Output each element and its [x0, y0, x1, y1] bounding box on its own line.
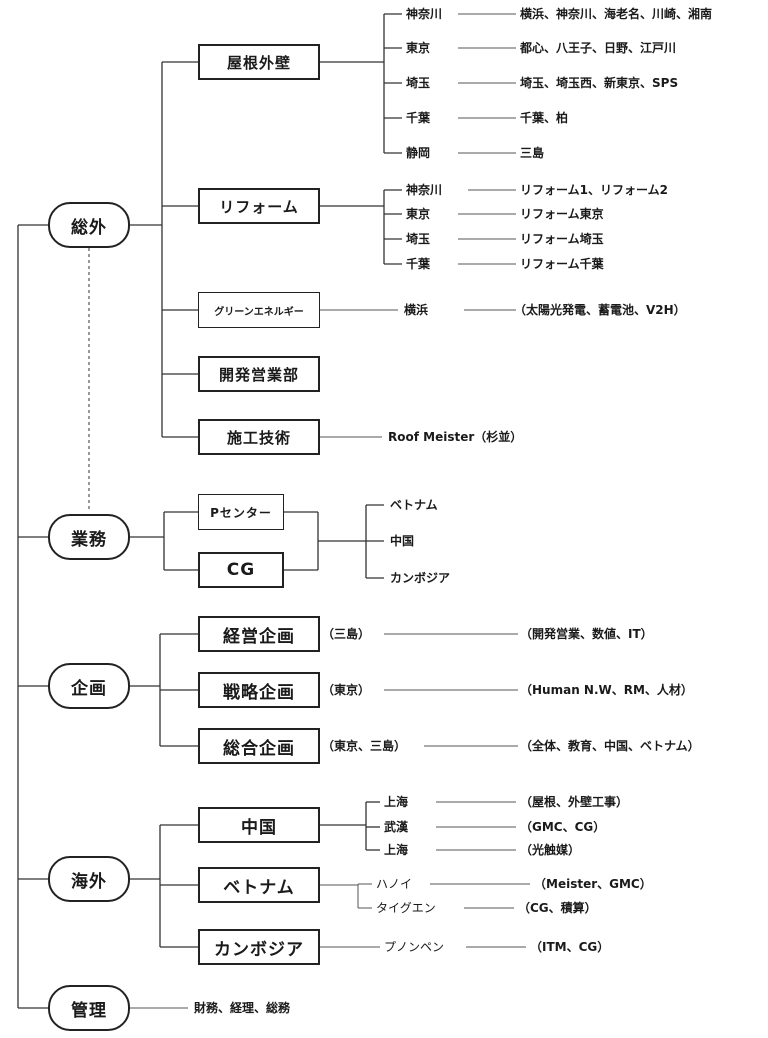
gyomu-cg: CG [198, 552, 284, 588]
reform-region: 東京 [406, 207, 431, 221]
kaigai-vietnam: ベトナム [198, 867, 320, 903]
kaigai-vietnam-label: ベトナム [223, 877, 295, 898]
seko-detail: Roof Meister（杉並） [388, 430, 523, 444]
gyomu-country: カンボジア [390, 571, 451, 585]
china-city: 上海 [384, 843, 409, 857]
vietnam-detail: （CG、積算） [518, 901, 597, 915]
cambodia-city: プノンペン [384, 940, 445, 954]
category-sogai: 総外 [48, 202, 130, 248]
kikaku-dept-label: 総合企画 [223, 738, 295, 759]
kikaku-detail: （Human N.W、RM、人材） [520, 683, 693, 697]
kikaku-location: （東京、三島） [322, 739, 407, 753]
dept-kaihatsu: 開発営業部 [198, 356, 320, 392]
yane-detail: 横浜、神奈川、海老名、川崎、湘南 [520, 7, 713, 21]
reform-detail: リフォーム東京 [520, 207, 604, 221]
kaigai-cambodia-label: カンボジア [214, 939, 304, 960]
kikaku-dept: 総合企画 [198, 728, 320, 764]
yane-region: 埼玉 [406, 76, 431, 90]
yane-detail: 千葉、柏 [520, 111, 569, 125]
yane-detail: 三島 [520, 146, 545, 160]
gyomu-country: ベトナム [390, 498, 438, 512]
kikaku-dept: 戦略企画 [198, 672, 320, 708]
china-city: 上海 [384, 795, 409, 809]
kaigai-china: 中国 [198, 807, 320, 843]
reform-detail: リフォーム埼玉 [520, 232, 604, 246]
cambodia-detail: （ITM、CG） [530, 940, 610, 954]
reform-region: 千葉 [406, 257, 431, 271]
yane-region: 静岡 [406, 146, 431, 160]
kanri-detail: 財務、経理、総務 [194, 1001, 291, 1015]
category-kanri: 管理 [48, 985, 130, 1031]
category-sogai-label: 総外 [71, 217, 107, 238]
vietnam-detail: （Meister、GMC） [534, 877, 652, 891]
dept-reform: リフォーム [198, 188, 320, 224]
kaigai-china-label: 中国 [241, 817, 277, 838]
vietnam-city: ハノイ [376, 877, 413, 891]
category-gyomu: 業務 [48, 514, 130, 560]
yane-region: 東京 [406, 41, 431, 55]
reform-region: 神奈川 [406, 183, 443, 197]
kikaku-location: （三島） [322, 627, 371, 641]
kikaku-dept-label: 経営企画 [223, 626, 295, 647]
kikaku-location: （東京） [322, 683, 371, 697]
china-city: 武漢 [384, 820, 409, 834]
category-kaigai: 海外 [48, 856, 130, 902]
reform-region: 埼玉 [406, 232, 431, 246]
yane-detail: 埼玉、埼玉西、新東京、SPS [520, 76, 679, 90]
gyomu-pcenter: Pセンター [198, 494, 284, 530]
gyomu-pcenter-label: Pセンター [210, 505, 272, 520]
green-region: 横浜 [404, 303, 429, 317]
yane-region: 千葉 [406, 111, 431, 125]
reform-detail: リフォーム1、リフォーム2 [520, 183, 668, 197]
dept-kaihatsu-label: 開発営業部 [218, 365, 299, 384]
china-detail: （GMC、CG） [520, 820, 606, 834]
dept-yane-label: 屋根外壁 [226, 53, 291, 72]
china-detail: （屋根、外壁工事） [520, 795, 629, 809]
kikaku-dept: 経営企画 [198, 616, 320, 652]
vietnam-city: タイグエン [376, 901, 436, 915]
kikaku-detail: （全体、教育、中国、ベトナム） [520, 739, 700, 753]
yane-detail: 都心、八王子、日野、江戸川 [520, 41, 677, 55]
category-gyomu-label: 業務 [71, 529, 107, 550]
dept-green-label: グリーンエネルギー [214, 306, 304, 318]
gyomu-cg-label: CG [226, 560, 256, 580]
yane-region: 神奈川 [406, 7, 443, 21]
kaigai-cambodia: カンボジア [198, 929, 320, 965]
dept-yane: 屋根外壁 [198, 44, 320, 80]
kikaku-dept-label: 戦略企画 [223, 682, 295, 703]
china-detail: （光触媒） [520, 843, 581, 857]
category-kanri-label: 管理 [71, 1000, 107, 1021]
category-kikaku-label: 企画 [71, 678, 107, 699]
reform-detail: リフォーム千葉 [520, 257, 604, 271]
category-kikaku: 企画 [48, 663, 130, 709]
gyomu-country: 中国 [390, 534, 415, 548]
dept-green: グリーンエネルギー [198, 292, 320, 328]
dept-seko-label: 施工技術 [226, 428, 291, 447]
dept-reform-label: リフォーム [219, 197, 299, 216]
dept-seko: 施工技術 [198, 419, 320, 455]
green-detail: （太陽光発電、蓄電池、V2H） [514, 303, 686, 317]
kikaku-detail: （開発営業、数値、IT） [520, 627, 653, 641]
category-kaigai-label: 海外 [71, 871, 107, 892]
